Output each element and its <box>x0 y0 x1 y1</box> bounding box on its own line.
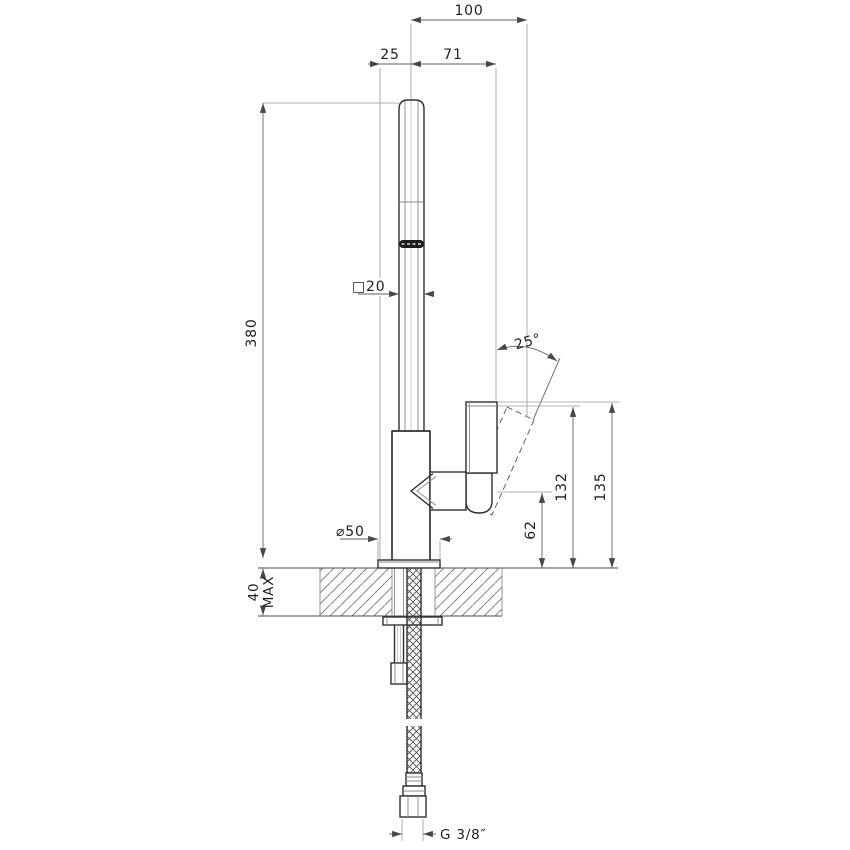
faucet-spout <box>398 99 425 431</box>
dim-40-max-note: MAX <box>261 576 277 609</box>
dim-62-label: 62 <box>523 520 539 539</box>
connector-nut <box>399 772 427 818</box>
hex-nut <box>399 795 427 818</box>
dim-angle-25deg: 25° <box>496 331 558 362</box>
dim-132: 132 <box>498 405 580 568</box>
dim-132-label: 132 <box>554 472 570 501</box>
dim-thread-label: G 3/8″ <box>440 827 486 843</box>
dim-380: 380 <box>244 102 399 558</box>
dim-380-label: 380 <box>244 318 260 347</box>
handle-base <box>465 472 493 514</box>
dim-40-max: 40 MAX <box>246 568 277 616</box>
handle-lever <box>465 401 498 474</box>
dim-135: 135 <box>498 401 620 568</box>
hose-ferrule <box>405 772 423 787</box>
dim-thread-g38: G 3/8″ <box>389 819 486 843</box>
handle <box>409 401 498 514</box>
dim-62: 62 <box>497 491 552 568</box>
base-flange <box>377 559 441 569</box>
dim-71: 71 <box>443 47 497 401</box>
mounting-nut <box>390 662 408 685</box>
supply-hose <box>406 568 422 773</box>
dim-angle-label: 25° <box>513 331 543 353</box>
dim-135-label: 135 <box>593 472 609 501</box>
dim-40-label: 40 <box>246 583 262 602</box>
handle-tilt-axis-line <box>532 357 561 421</box>
handle-boss <box>429 471 467 511</box>
dim-dia-50: ⌀50 <box>336 524 452 559</box>
dim-25-label: 25 <box>380 47 399 63</box>
dim-square20-label: □20 <box>352 279 385 295</box>
dim-100-label: 100 <box>454 3 483 19</box>
dim-dia50-label: ⌀50 <box>336 524 365 540</box>
countertop-section <box>258 567 618 617</box>
diameter-icon: ⌀ <box>336 524 345 540</box>
dim-71-label: 71 <box>443 47 462 63</box>
square-section-icon: □ <box>352 279 366 295</box>
handle-tilted-outline <box>464 357 561 516</box>
aerator-band <box>399 240 424 248</box>
dim-square-20: □20 <box>352 279 434 298</box>
dim-100: 100 <box>410 3 528 417</box>
faucet-body <box>391 430 431 562</box>
